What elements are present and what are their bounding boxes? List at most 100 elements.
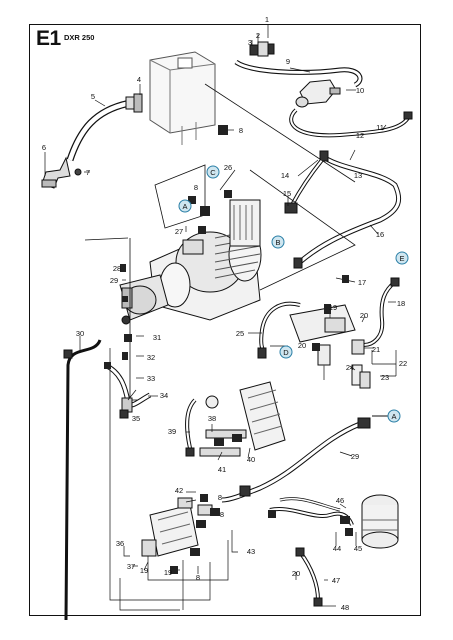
callout-10: 10 xyxy=(356,86,364,95)
callout-23: 23 xyxy=(381,373,389,382)
diagram-frame xyxy=(29,24,421,616)
callout-8b: 8 xyxy=(194,183,198,192)
small-fittings xyxy=(104,125,353,574)
callout-8a: 8 xyxy=(239,126,243,135)
callout-14: 14 xyxy=(281,171,289,180)
callout-18: 18 xyxy=(397,299,405,308)
callout-26: 26 xyxy=(224,163,232,172)
connector-a-upper xyxy=(178,199,192,213)
fitting-6-7 xyxy=(41,156,82,189)
callout-20a: 20 xyxy=(360,311,368,320)
hose-18 xyxy=(363,277,400,347)
hose-25 xyxy=(257,301,301,359)
callout-1: 1 xyxy=(265,15,269,24)
valve-21-24 xyxy=(351,339,371,389)
hydraulic-tank xyxy=(149,51,216,145)
hose-9 xyxy=(234,41,363,88)
callout-19a: 19 xyxy=(329,303,337,312)
callout-7: 7 xyxy=(86,168,90,177)
callout-11: 11 xyxy=(376,123,384,132)
leader-lines xyxy=(44,24,397,611)
control-valve-19 xyxy=(289,304,356,380)
connector-a-lower xyxy=(387,409,401,423)
hose-14 xyxy=(284,158,324,214)
callout-labels: 1 2 3 4 5 6 7 8 9 10 11 12 13 14 15 16 1… xyxy=(42,15,407,612)
hose-47 xyxy=(295,547,323,607)
hose-33-34 xyxy=(103,362,152,419)
model-label: DXR 250 xyxy=(64,33,95,42)
callout-47: 47 xyxy=(332,576,340,585)
callout-39: 39 xyxy=(168,427,176,436)
rotator-motor xyxy=(361,494,399,549)
connector-a-upper-label: A xyxy=(182,202,187,211)
callout-27: 27 xyxy=(175,227,183,236)
hose-44 xyxy=(269,507,354,526)
callout-8c: 8 xyxy=(218,493,222,502)
callout-37: 37 xyxy=(127,562,135,571)
callout-48: 48 xyxy=(341,603,349,612)
callout-43: 43 xyxy=(247,547,255,556)
callout-33: 33 xyxy=(147,374,155,383)
callout-2: 2 xyxy=(256,31,260,40)
connector-e xyxy=(395,251,409,265)
callout-42: 42 xyxy=(175,486,183,495)
callout-15: 15 xyxy=(283,189,291,198)
callout-24: 24 xyxy=(346,363,354,372)
valve-bank-40 xyxy=(199,381,286,457)
connector-a-lower-label: A xyxy=(391,412,396,421)
hose-16 xyxy=(293,150,402,269)
callout-20c: 20 xyxy=(292,569,300,578)
callout-41: 41 xyxy=(218,465,226,474)
callout-36: 36 xyxy=(116,539,124,548)
callout-13: 13 xyxy=(354,171,362,180)
hose-12 xyxy=(289,108,413,138)
callout-30: 30 xyxy=(76,329,84,338)
callout-8d: 8 xyxy=(220,510,224,519)
callout-35: 35 xyxy=(132,414,140,423)
electric-motor xyxy=(149,199,262,321)
callout-17: 17 xyxy=(358,278,366,287)
callout-12: 12 xyxy=(356,131,364,140)
connector-markers: A C B E D A xyxy=(178,165,409,423)
callout-44: 44 xyxy=(333,544,341,553)
callout-9: 9 xyxy=(286,57,290,66)
valve-bank-lower xyxy=(141,497,213,557)
hose-46 xyxy=(279,497,341,512)
connector-b xyxy=(271,235,285,249)
callout-31: 31 xyxy=(153,333,161,342)
callout-8e: 8 xyxy=(196,573,200,582)
callout-29b: 29 xyxy=(351,452,359,461)
callout-4: 4 xyxy=(137,75,141,84)
connector-e-label: E xyxy=(399,254,404,263)
connector-c-label: C xyxy=(210,168,216,177)
callout-19b: 19 xyxy=(164,568,172,577)
callout-40: 40 xyxy=(247,455,255,464)
connector-d xyxy=(279,345,293,359)
connector-d-label: D xyxy=(283,348,289,357)
callout-32: 32 xyxy=(147,353,155,362)
connector-b-label: B xyxy=(275,238,280,247)
callout-38: 38 xyxy=(208,414,216,423)
connector-c xyxy=(206,165,220,179)
callout-45: 45 xyxy=(354,544,362,553)
callout-28: 28 xyxy=(113,264,121,273)
callout-29a: 29 xyxy=(110,276,118,285)
section-label: E1 xyxy=(36,27,61,50)
hose-5 xyxy=(66,93,143,162)
callout-46: 46 xyxy=(336,496,344,505)
callout-19c: 19 xyxy=(140,566,148,575)
callout-3: 3 xyxy=(248,38,252,47)
callout-5: 5 xyxy=(91,92,95,101)
callout-6: 6 xyxy=(42,143,46,152)
callout-21: 21 xyxy=(372,345,380,354)
callout-16: 16 xyxy=(376,230,384,239)
hose-29 xyxy=(221,417,371,503)
hose-30 xyxy=(63,339,102,621)
callout-25: 25 xyxy=(236,329,244,338)
callout-34: 34 xyxy=(160,391,168,400)
callout-20b: 20 xyxy=(298,341,306,350)
callout-22: 22 xyxy=(399,359,407,368)
hose-39 xyxy=(185,398,197,457)
